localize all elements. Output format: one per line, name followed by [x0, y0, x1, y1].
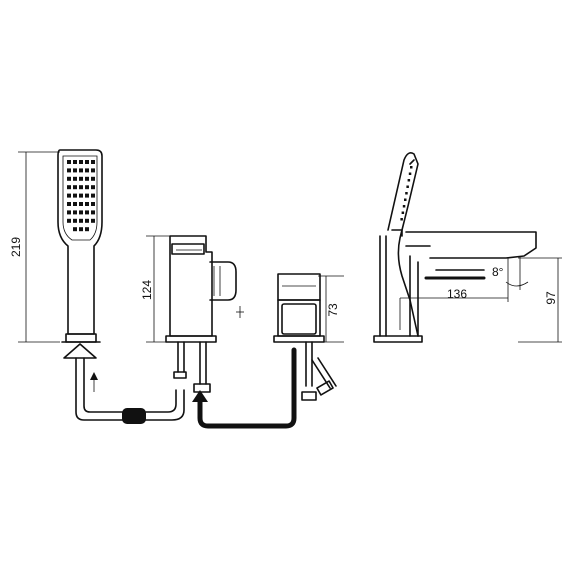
side-nozzle-dot: [402, 205, 406, 208]
nozzle-dot: [79, 202, 83, 206]
hand-shower: [57, 149, 103, 343]
nozzle-dot: [67, 218, 71, 223]
nozzle-dot: [91, 193, 95, 198]
side-nozzle-dot: [405, 192, 408, 195]
dimension-label-8-degrees: 8°: [492, 265, 504, 279]
nozzle-dot: [91, 185, 95, 190]
nozzle-dot: [79, 193, 83, 198]
dimension-label-73: 73: [326, 303, 340, 317]
dimension-97: 97: [518, 257, 562, 343]
nozzle-dot: [85, 193, 89, 198]
nozzle-dot: [91, 202, 95, 206]
nozzle-dot: [67, 202, 71, 206]
side-nozzle-dot: [401, 211, 405, 214]
nozzle-dot: [85, 185, 89, 190]
side-nozzle-dot: [406, 185, 409, 188]
nozzle-dot: [85, 210, 89, 215]
side-nozzle-dots: [400, 166, 413, 221]
nozzle-dot: [73, 176, 77, 181]
nozzle-dot: [67, 193, 71, 198]
flow-arrow-up: [90, 372, 98, 380]
nozzle-dot: [85, 227, 89, 232]
side-nozzle-dot: [408, 172, 412, 175]
nozzle-dot: [67, 168, 71, 173]
nozzle-dot: [79, 227, 83, 232]
nozzle-dot: [85, 202, 89, 206]
nozzle-dot: [73, 185, 77, 190]
nozzle-dot: [73, 193, 77, 198]
side-nozzle-dot: [404, 198, 407, 201]
side-nozzle-dot: [410, 166, 413, 169]
nozzle-dot: [79, 168, 83, 173]
nozzle-dot: [67, 160, 71, 164]
nozzle-dot: [67, 210, 71, 215]
dimension-73: 73: [318, 275, 344, 343]
nozzle-dot: [73, 227, 77, 232]
nozzle-dot: [79, 218, 83, 223]
nozzle-dot: [85, 168, 89, 173]
dimension-124: 124: [140, 235, 170, 343]
nozzle-dot: [73, 218, 77, 223]
side-view-spout: [373, 152, 537, 343]
shower-nozzle-grid: [67, 160, 95, 232]
nozzle-dot: [73, 210, 77, 215]
hose-connector: [122, 408, 146, 424]
shower-base-fitting: [61, 341, 101, 359]
nozzle-dot: [79, 160, 83, 164]
supply-hose: [192, 347, 297, 429]
nozzle-dot: [79, 210, 83, 215]
diverter-valve: [273, 273, 337, 401]
dimension-label-124: 124: [140, 280, 154, 300]
nozzle-dot: [91, 210, 95, 215]
nozzle-dot: [85, 218, 89, 223]
nozzle-dot: [73, 168, 77, 173]
nozzle-dot: [91, 160, 95, 164]
nozzle-dot: [91, 176, 95, 181]
nozzle-dot: [79, 176, 83, 181]
dimension-8-degrees: 8°: [492, 256, 529, 290]
dimension-label-219: 219: [9, 237, 23, 257]
nozzle-dot: [85, 176, 89, 181]
dimension-219: 219: [9, 151, 60, 343]
dimension-label-97: 97: [544, 291, 558, 305]
side-nozzle-dot: [400, 218, 403, 221]
mixer-tail-pipes: [173, 341, 211, 393]
nozzle-dot: [79, 185, 83, 190]
dimension-label-136: 136: [447, 287, 467, 301]
nozzle-dot: [67, 176, 71, 181]
nozzle-dot: [91, 168, 95, 173]
side-nozzle-dot: [407, 179, 411, 182]
nozzle-dot: [91, 218, 95, 223]
shower-hose: [75, 357, 185, 424]
flow-arrow: [192, 390, 208, 402]
nozzle-dot: [85, 160, 89, 164]
nozzle-dot: [67, 185, 71, 190]
mixer-body: [165, 235, 244, 343]
nozzle-dot: [73, 160, 77, 164]
nozzle-dot: [73, 202, 77, 206]
